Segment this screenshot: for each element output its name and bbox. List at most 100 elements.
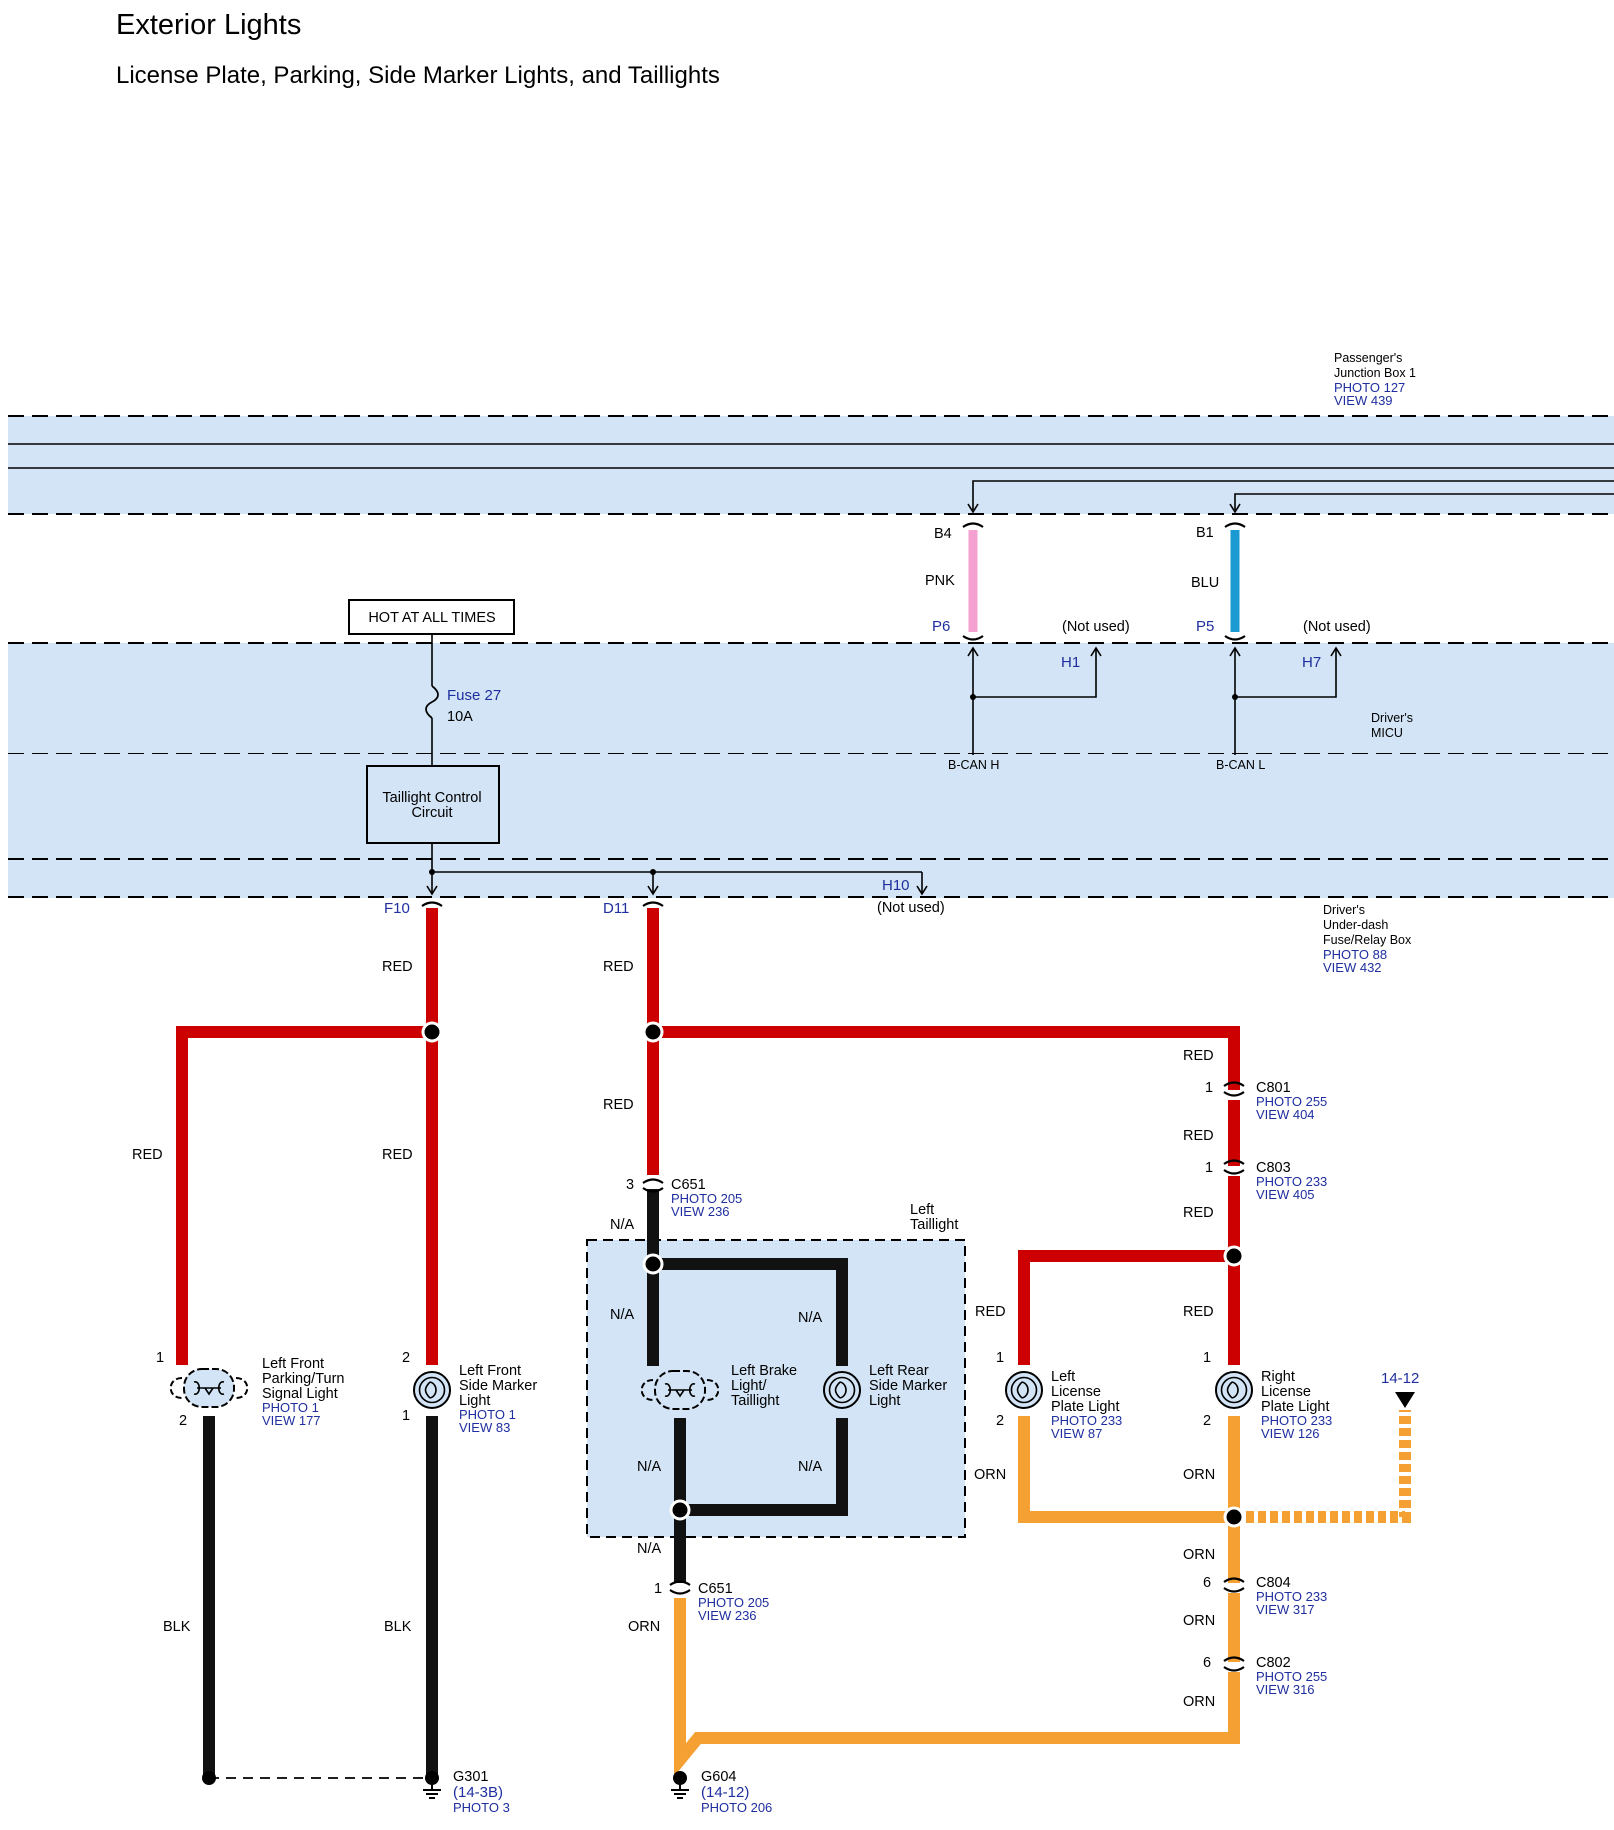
pin-h7-label: H7 <box>1302 654 1321 671</box>
c651-photo-link[interactable]: PHOTO 205 <box>698 1595 769 1610</box>
passenger-junction-label-2: Junction Box 1 <box>1334 366 1416 380</box>
c651-view-link[interactable]: VIEW 236 <box>671 1204 730 1219</box>
wire-color-label: RED <box>603 959 634 975</box>
c803-view-link[interactable]: VIEW 405 <box>1256 1187 1315 1202</box>
wire-pnk-label: PNK <box>925 573 955 589</box>
drivers-micu-label-2: MICU <box>1371 726 1403 740</box>
left-license-light-label-3: Plate Light <box>1051 1399 1120 1415</box>
not-used-label-2: (Not used) <box>1303 619 1371 635</box>
splice-points <box>421 1021 1245 1528</box>
wire-color-label: RED <box>1183 1048 1214 1064</box>
c801-connector-label: C801 <box>1256 1080 1291 1096</box>
passenger-junction-view-link[interactable]: VIEW 439 <box>1334 393 1393 408</box>
c803-photo-link[interactable]: PHOTO 233 <box>1256 1174 1327 1189</box>
wire-color-label: RED <box>1183 1128 1214 1144</box>
c803-connector-label: C803 <box>1256 1160 1291 1176</box>
wire-color-label: ORN <box>974 1467 1006 1483</box>
lf-side-light-label-2: Side Marker <box>459 1378 537 1394</box>
c804-photo-link[interactable]: PHOTO 233 <box>1256 1589 1327 1604</box>
lf-parking-photo-link[interactable]: PHOTO 1 <box>262 1400 319 1415</box>
g604-photo-link[interactable]: PHOTO 206 <box>701 1800 772 1815</box>
c802-view-link[interactable]: VIEW 316 <box>1256 1682 1315 1697</box>
left-license-light-label-2: License <box>1051 1384 1101 1400</box>
fuse-name-label[interactable]: Fuse 27 <box>447 687 501 704</box>
ground-symbols <box>202 1771 690 1799</box>
right-license-light-label-2: License <box>1261 1384 1311 1400</box>
c801-photo-link[interactable]: PHOTO 255 <box>1256 1094 1327 1109</box>
fuse-rating-label: 10A <box>447 709 473 725</box>
c803-pin-label: 1 <box>1205 1160 1213 1176</box>
right-license-pin-label: 1 <box>1203 1350 1211 1366</box>
lf-parking-light-label-2: Parking/Turn <box>262 1371 344 1387</box>
wire-color-label: RED <box>382 1147 413 1163</box>
wire-color-label: ORN <box>628 1619 660 1635</box>
c802-connector-label: C802 <box>1256 1655 1291 1671</box>
hot-at-all-times-box <box>348 599 515 635</box>
g604-ref-link[interactable]: (14-12) <box>701 1784 749 1801</box>
lf-parking-pin-label: 1 <box>156 1350 164 1366</box>
lf-side-light-label: Left Front <box>459 1363 521 1379</box>
lf-side-pin-label: 2 <box>402 1350 410 1366</box>
left-taillight-label: Left <box>910 1202 934 1218</box>
brake-light-label-3: Taillight <box>731 1393 779 1409</box>
c651-connector-label: C651 <box>698 1581 733 1597</box>
c804-connector-label: C804 <box>1256 1575 1291 1591</box>
left-license-pin-label-2: 2 <box>996 1413 1004 1429</box>
lf-parking-view-link[interactable]: VIEW 177 <box>262 1413 321 1428</box>
left-license-pin-label: 1 <box>996 1350 1004 1366</box>
c801-view-link[interactable]: VIEW 404 <box>1256 1107 1315 1122</box>
wire-color-label: N/A <box>798 1459 823 1475</box>
lf-side-view-link[interactable]: VIEW 83 <box>459 1420 510 1435</box>
right-license-light-label-3: Plate Light <box>1261 1399 1330 1415</box>
page-ref-link[interactable]: 14-12 <box>1381 1370 1419 1387</box>
c651-photo-link[interactable]: PHOTO 205 <box>671 1191 742 1206</box>
wire-color-label: N/A <box>798 1310 823 1326</box>
wire-color-label: RED <box>603 1097 634 1113</box>
taillight-control-circuit-label-2: Circuit <box>411 805 452 821</box>
orange-wires <box>674 1410 1411 1777</box>
taillight-control-circuit-label: Taillight Control <box>382 790 481 806</box>
c804-view-link[interactable]: VIEW 317 <box>1256 1602 1315 1617</box>
left-license-photo-link[interactable]: PHOTO 233 <box>1051 1413 1122 1428</box>
right-license-photo-link[interactable]: PHOTO 233 <box>1261 1413 1332 1428</box>
c651-pin-label: 1 <box>654 1581 662 1597</box>
h10-not-used-label: (Not used) <box>877 900 945 916</box>
wire-color-label: ORN <box>1183 1694 1215 1710</box>
c802-photo-link[interactable]: PHOTO 255 <box>1256 1669 1327 1684</box>
right-license-pin-label-2: 2 <box>1203 1413 1211 1429</box>
g301-ground-icon <box>422 1781 442 1799</box>
c651-connector-label: C651 <box>671 1177 706 1193</box>
wire-color-label: BLK <box>163 1619 191 1635</box>
lf-side-pin-label-2: 1 <box>402 1408 410 1424</box>
wire-color-label: RED <box>132 1147 163 1163</box>
right-license-view-link[interactable]: VIEW 126 <box>1261 1426 1320 1441</box>
passenger-junction-photo-link[interactable]: PHOTO 127 <box>1334 380 1405 395</box>
wire-color-label: N/A <box>637 1541 662 1557</box>
under-dash-photo-link[interactable]: PHOTO 88 <box>1323 947 1387 962</box>
passenger-junction-label: Passenger's <box>1334 351 1402 365</box>
left-front-parking-turn-light-icon <box>169 1368 249 1408</box>
left-license-view-link[interactable]: VIEW 87 <box>1051 1426 1102 1441</box>
lf-side-photo-link[interactable]: PHOTO 1 <box>459 1407 516 1422</box>
under-dash-label-3: Fuse/Relay Box <box>1323 933 1412 947</box>
c651-view-link[interactable]: VIEW 236 <box>698 1608 757 1623</box>
under-dash-fuse-box <box>8 754 1614 898</box>
terminal-d11-label: D11 <box>603 900 629 917</box>
terminal-h10-label: H10 <box>882 877 910 894</box>
under-dash-view-link[interactable]: VIEW 432 <box>1323 960 1382 975</box>
wire-color-label: N/A <box>610 1307 635 1323</box>
power-feed <box>348 599 928 907</box>
g301-ref-link[interactable]: (14-3B) <box>453 1784 503 1801</box>
lf-parking-light-label: Left Front <box>262 1356 324 1372</box>
under-dash-label: Driver's <box>1323 903 1365 917</box>
wire-blu-label: BLU <box>1191 575 1219 591</box>
fuse-symbol <box>425 685 439 719</box>
not-used-label: (Not used) <box>1062 619 1130 635</box>
right-license-plate-light-icon <box>1215 1371 1253 1409</box>
pin-b1-label: B1 <box>1196 525 1214 541</box>
c651-pin-label: 3 <box>626 1177 634 1193</box>
drivers-micu-label: Driver's <box>1371 711 1413 725</box>
g301-photo-link[interactable]: PHOTO 3 <box>453 1800 510 1815</box>
page-title: Exterior Lights <box>116 9 301 41</box>
